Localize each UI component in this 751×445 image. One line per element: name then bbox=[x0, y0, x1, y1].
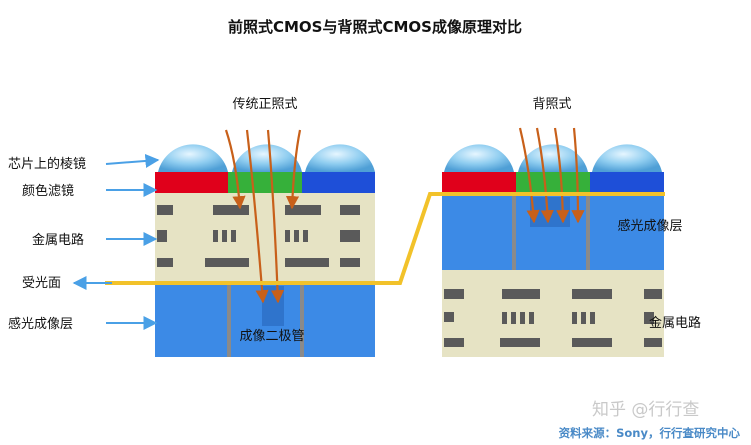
front-light-rays bbox=[224, 129, 302, 304]
back-sensor: 感光成像层 金属电路 bbox=[442, 127, 701, 357]
back-pixel-dividers bbox=[512, 193, 590, 270]
light-receiving-surface-line bbox=[105, 192, 665, 285]
front-filter-red bbox=[155, 172, 228, 193]
back-microlens-3 bbox=[592, 144, 662, 172]
label-microlens: 芯片上的棱镜 bbox=[8, 156, 86, 172]
back-filter-red bbox=[442, 172, 516, 193]
diagram-title: 前照式CMOS与背照式CMOS成像原理对比 bbox=[228, 18, 522, 36]
front-sensor: 成像二极管 bbox=[155, 129, 375, 357]
back-microlens-2 bbox=[518, 144, 588, 172]
back-metal-wiring-layer bbox=[442, 270, 664, 357]
back-wiring-blocks bbox=[444, 289, 662, 347]
photodiode-label: 成像二极管 bbox=[239, 329, 304, 344]
front-illuminated-heading: 传统正照式 bbox=[232, 97, 297, 112]
front-wiring-blocks bbox=[157, 205, 360, 267]
front-photodiode bbox=[262, 286, 284, 326]
back-metal-wiring-label: 金属电路 bbox=[649, 315, 701, 331]
front-metal-wiring-layer bbox=[155, 193, 375, 283]
front-side-labels: 芯片上的棱镜 颜色滤镜 金属电路 受光面 感光成像层 bbox=[8, 153, 160, 332]
label-light-receiving-surface: 受光面 bbox=[22, 276, 61, 291]
label-metal-wiring: 金属电路 bbox=[32, 232, 84, 248]
front-pixel-dividers bbox=[227, 283, 304, 357]
label-color-filter: 颜色滤镜 bbox=[22, 183, 74, 199]
back-light-rays bbox=[518, 127, 585, 224]
back-photo-layer-label: 感光成像层 bbox=[617, 218, 682, 234]
front-filter-green bbox=[228, 172, 302, 193]
front-filter-blue bbox=[302, 172, 375, 193]
watermark: 知乎 @行行查 bbox=[592, 400, 699, 420]
back-filter-green bbox=[516, 172, 590, 193]
back-photodiode bbox=[530, 197, 570, 227]
back-illuminated-heading: 背照式 bbox=[532, 97, 571, 112]
label-photo-layer: 感光成像层 bbox=[8, 316, 73, 332]
back-microlens-1 bbox=[444, 144, 514, 172]
front-microlens-3 bbox=[305, 144, 375, 172]
front-microlens-2 bbox=[232, 144, 302, 172]
source-note: 资料来源：Sony，行行查研究中心 bbox=[559, 426, 741, 440]
front-microlens-1 bbox=[158, 144, 228, 172]
back-filter-blue bbox=[590, 172, 664, 193]
